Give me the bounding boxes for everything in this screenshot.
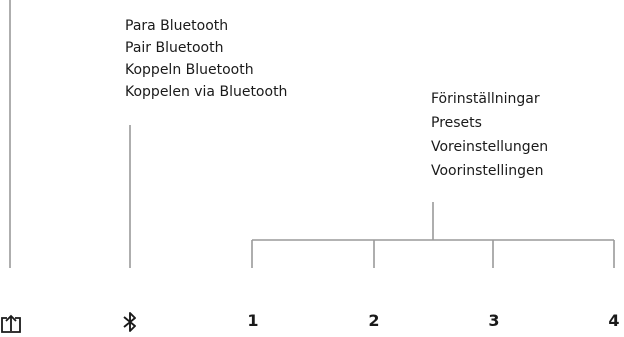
source-input-icon[interactable] bbox=[0, 312, 22, 333]
preset-1-button[interactable]: 1 bbox=[247, 311, 259, 330]
preset-label-group: Förinställningar Presets Voreinstellunge… bbox=[431, 87, 548, 183]
bluetooth-label-en: Pair Bluetooth bbox=[125, 40, 224, 56]
preset-label-sv: Förinställningar bbox=[431, 91, 540, 107]
preset-4-button[interactable]: 4 bbox=[608, 311, 620, 330]
bluetooth-icon[interactable] bbox=[122, 311, 138, 333]
bluetooth-label-group: Para Bluetooth Pair Bluetooth Koppeln Bl… bbox=[125, 15, 287, 103]
preset-3-button[interactable]: 3 bbox=[488, 311, 500, 330]
preset-2-button[interactable]: 2 bbox=[368, 311, 380, 330]
preset-label-de: Voreinstellungen bbox=[431, 139, 549, 155]
bluetooth-label-sv: Para Bluetooth bbox=[125, 18, 229, 34]
bluetooth-label-de: Koppeln Bluetooth bbox=[125, 62, 254, 78]
preset-label-nl: Voorinstellingen bbox=[431, 163, 544, 179]
preset-label-en: Presets bbox=[431, 115, 482, 131]
bluetooth-label-nl: Koppelen via Bluetooth bbox=[125, 84, 288, 100]
